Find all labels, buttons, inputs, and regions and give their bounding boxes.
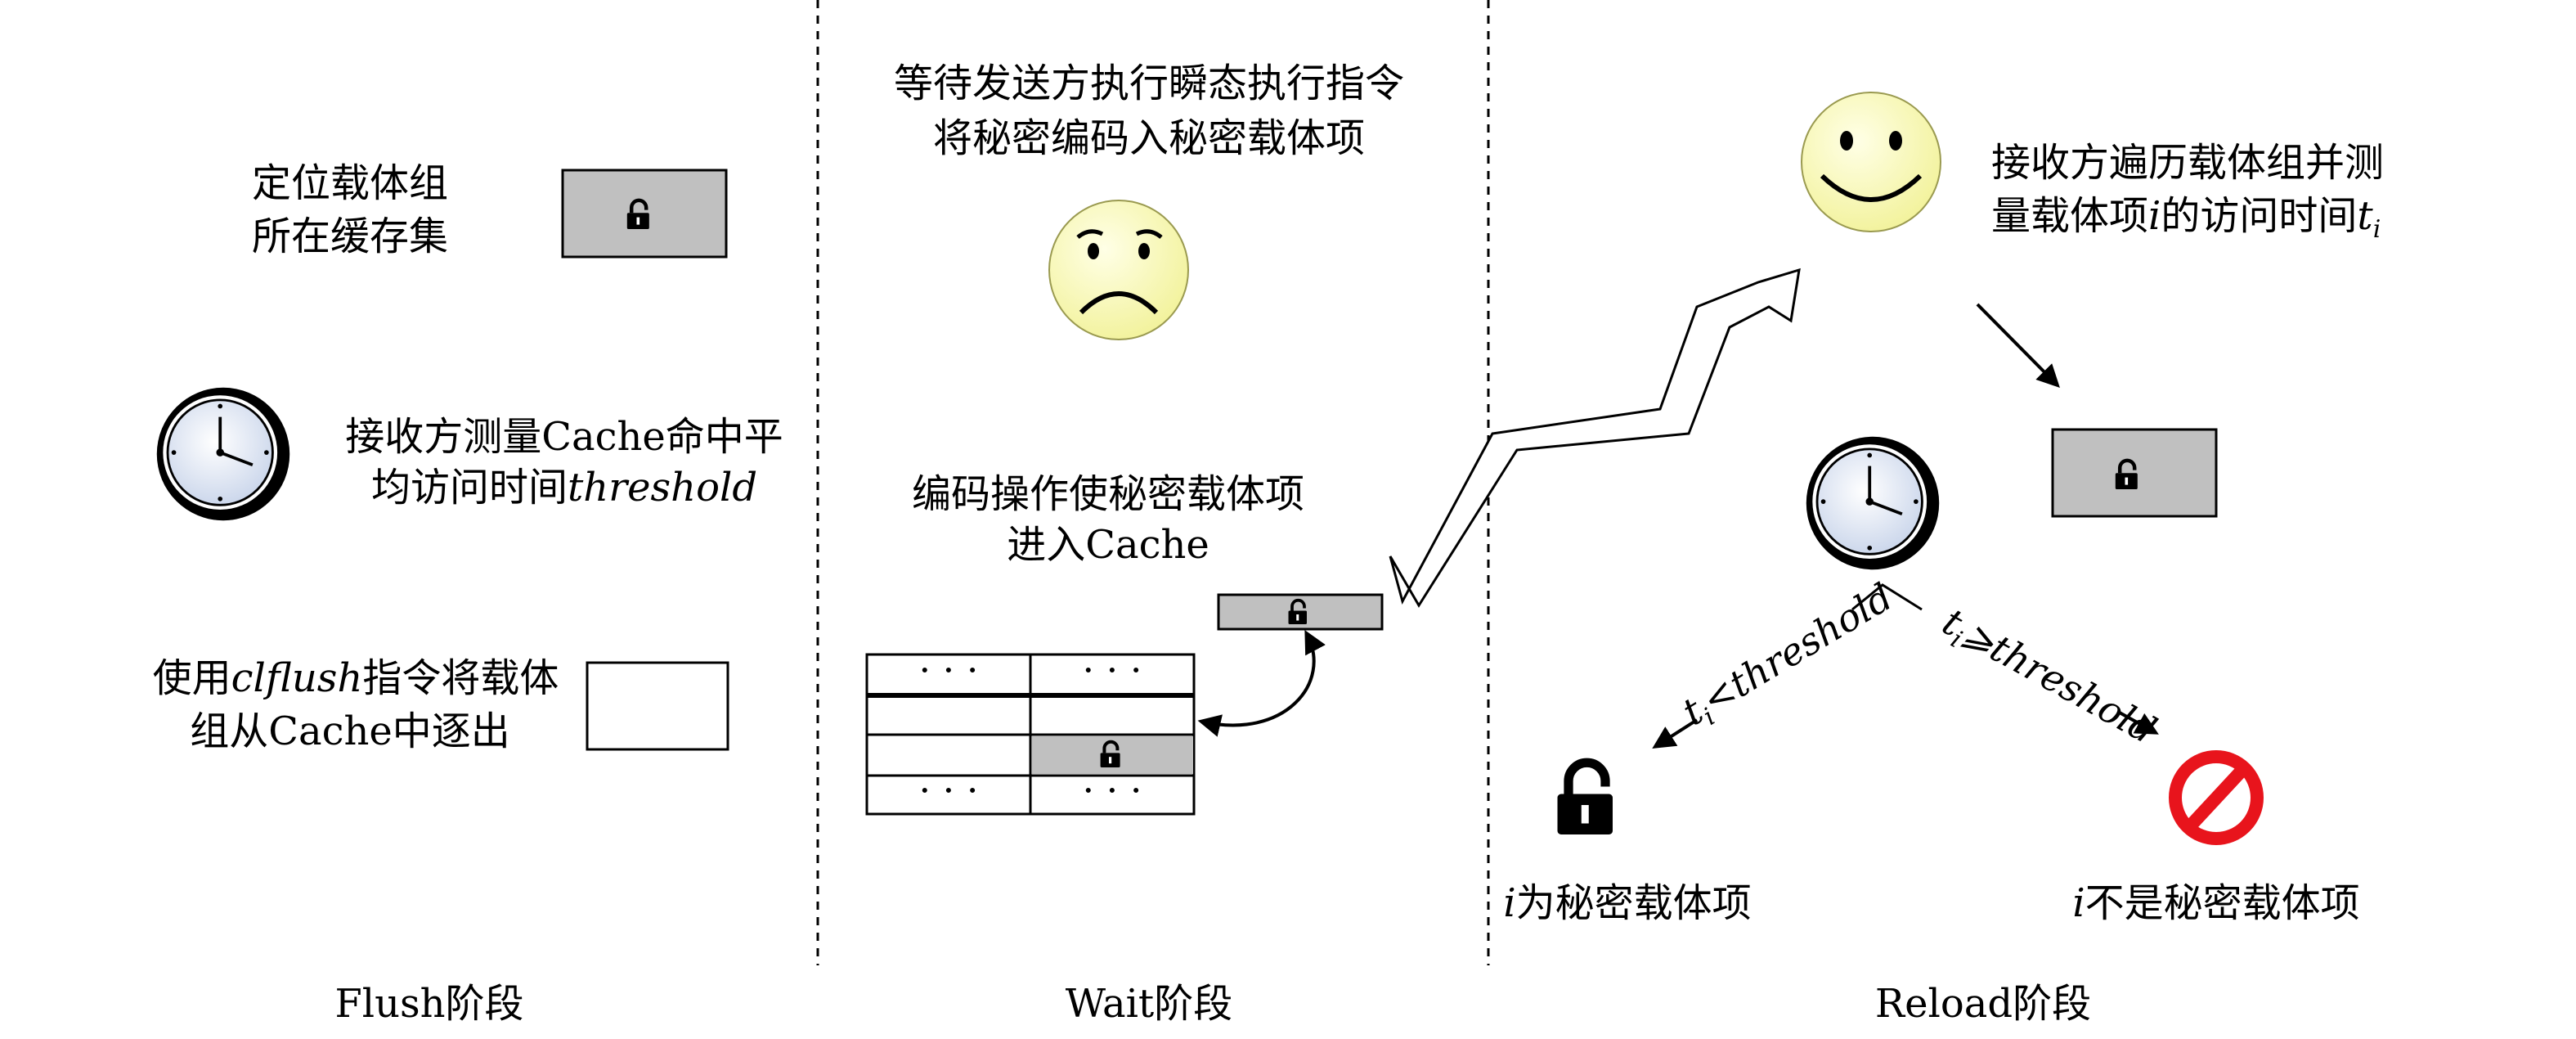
clock-icon [155, 385, 292, 523]
zigzag-arrow-icon [1389, 268, 1801, 608]
load-arrow [1197, 630, 1326, 737]
branch-left-arrow [1652, 718, 1699, 749]
table-dots: · · · [1082, 648, 1142, 692]
result-not-secret-item: i不是秘密载体项 [2072, 880, 2359, 926]
result-secret-item: i为秘密载体项 [1503, 880, 1751, 926]
prohibited-icon [2169, 750, 2264, 845]
wait-encode-line2: 进入Cache [1007, 522, 1209, 568]
flush-step2-line1: 接收方测量Cache命中平 [345, 414, 783, 460]
lock-icon [1558, 762, 1613, 834]
branch-right-label: ti⩾threshold [1932, 599, 2163, 757]
wait-encode-line1: 编码操作使秘密载体项 [912, 471, 1304, 517]
reload-caption-line1: 接收方遍历载体组并测 [1991, 140, 2384, 186]
flush-step-evict: 使用clflush指令将载体 组从Cache中逐出 [153, 655, 729, 754]
flush-step1-line1: 定位载体组 [252, 160, 448, 206]
branch-left-label: ti<threshold [1675, 574, 1903, 739]
table-dots: · · · [1082, 768, 1142, 812]
sad-face-icon [1048, 200, 1189, 340]
branch-right-arrow [2117, 710, 2159, 735]
smiley-face-icon [1801, 92, 1941, 232]
branch-split [1851, 583, 1923, 611]
flush-step3-line2: 组从Cache中逐出 [190, 708, 510, 754]
cache-set-box [561, 169, 728, 259]
secret-item-box [1217, 593, 1384, 631]
flush-phase-label: Flush阶段 [334, 981, 523, 1027]
measure-arrow [1976, 303, 2060, 388]
table-dots: · · · [918, 768, 978, 812]
table-dots: · · · [918, 648, 978, 692]
flush-step3-line1: 使用clflush指令将载体 [153, 655, 559, 701]
flush-step1-line2: 所在缓存集 [252, 214, 448, 259]
wait-caption-line2: 将秘密编码入秘密载体项 [933, 115, 1365, 161]
reload-caption-line2: 量载体项i的访问时间ti [1991, 193, 2381, 244]
reload-cache-box [2051, 428, 2218, 518]
evicted-cache-box [586, 661, 729, 751]
wait-caption-line1: 等待发送方执行瞬态执行指令 [894, 61, 1404, 106]
clock-icon [1804, 434, 1941, 572]
reload-phase-label: Reload阶段 [1875, 981, 2091, 1027]
flush-step2-line2: 均访问时间threshold [371, 465, 757, 511]
flush-step-locate: 定位载体组 所在缓存集 [252, 160, 728, 259]
flush-step-measure: 接收方测量Cache命中平 均访问时间threshold [155, 385, 783, 523]
wait-phase-label: Wait阶段 [1066, 981, 1232, 1027]
cache-table: · · · · · · · · · · · · [865, 648, 1196, 816]
